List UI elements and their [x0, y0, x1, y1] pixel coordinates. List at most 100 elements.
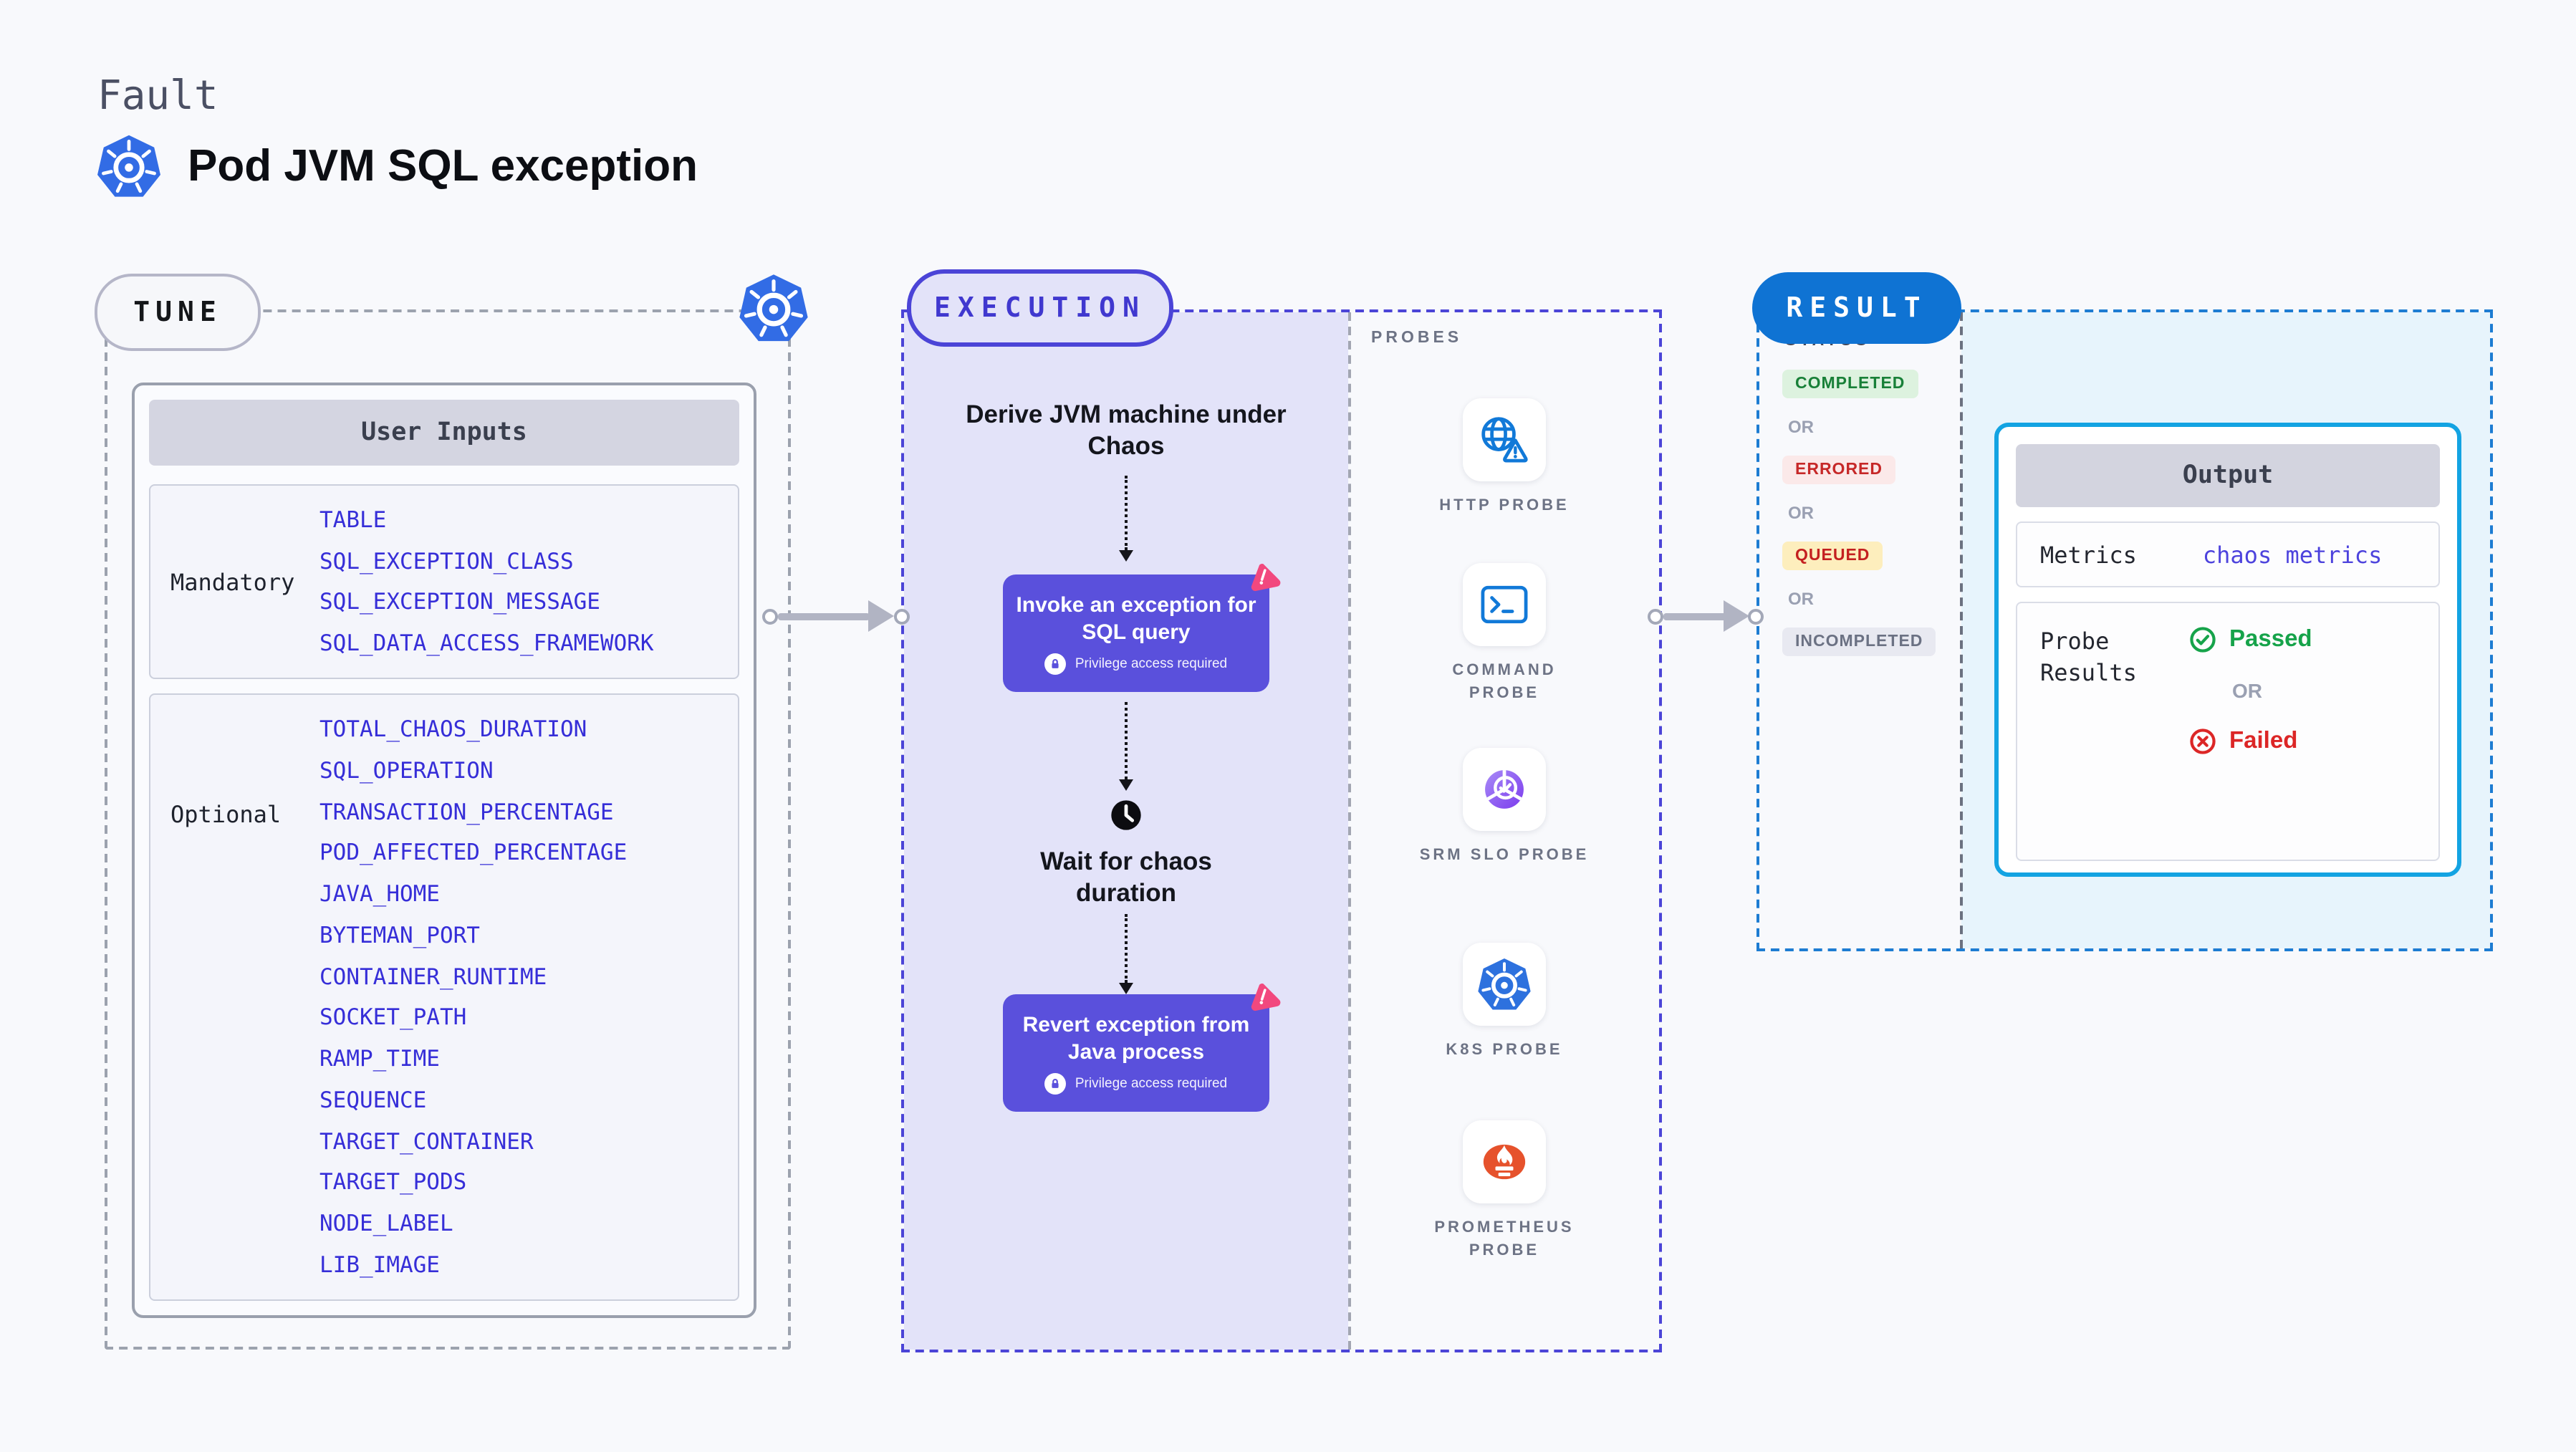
- field-name: RAMP_TIME: [319, 1046, 440, 1072]
- connector-dot: [1748, 609, 1764, 625]
- action-label: Revert exception from Java process: [1022, 1013, 1250, 1064]
- privilege-note-text: Privilege access required: [1075, 656, 1228, 672]
- flow-arrowhead-icon: [1724, 600, 1749, 632]
- check-circle-icon: [2190, 627, 2216, 653]
- litmus-chaos-icon: [1251, 564, 1281, 592]
- srm-slo-probe-card[interactable]: [1463, 748, 1546, 831]
- field-name: TRANSACTION_PERCENTAGE: [319, 799, 614, 825]
- probe-label: SRM SLO PROBE: [1419, 847, 1590, 864]
- probe-item-http: HTTP PROBE: [1390, 398, 1619, 517]
- field-name: TOTAL_CHAOS_DURATION: [319, 716, 587, 742]
- flow-connector: [1125, 476, 1128, 550]
- field-name: SQL_OPERATION: [319, 757, 494, 784]
- command-probe-card[interactable]: [1463, 563, 1546, 646]
- field-name: SEQUENCE: [319, 1087, 427, 1113]
- prometheus-probe-card[interactable]: [1463, 1120, 1546, 1203]
- status-badge-errored: ERRORED: [1782, 456, 1896, 484]
- prometheus-probe-icon: [1483, 1144, 1526, 1180]
- http-probe-card[interactable]: [1463, 398, 1546, 481]
- user-inputs-header: User Inputs: [149, 400, 739, 466]
- mandatory-label: Mandatory: [170, 568, 295, 595]
- status-badge-incompleted: INCOMPLETED: [1782, 628, 1936, 656]
- flow-connector: [1125, 914, 1128, 983]
- field-name: TABLE: [319, 507, 387, 533]
- metrics-value: chaos metrics: [2202, 541, 2383, 568]
- command-probe-icon: [1481, 585, 1528, 624]
- probe-item-prometheus: PROMETHEUS PROBE: [1390, 1120, 1619, 1262]
- field-name: JAVA_HOME: [319, 881, 440, 908]
- field-name: TARGET_PODS: [319, 1169, 467, 1196]
- or-separator: OR: [1788, 503, 1814, 523]
- probe-results-values: Passed OR Failed: [2189, 626, 2312, 837]
- field-name: NODE_LABEL: [319, 1211, 453, 1237]
- probe-label: K8S PROBE: [1446, 1042, 1563, 1059]
- mandatory-fields: TABLE SQL_EXCEPTION_CLASS SQL_EXCEPTION_…: [319, 486, 738, 678]
- result-container: STATUS COMPLETED OR ERRORED OR QUEUED OR…: [1756, 309, 2493, 951]
- or-separator: OR: [1788, 417, 1814, 437]
- invoke-exception-button[interactable]: Invoke an exception for SQL query Privil…: [1003, 564, 1281, 692]
- optional-fields: TOTAL_CHAOS_DURATION SQL_OPERATION TRANS…: [319, 695, 738, 1299]
- optional-row: Optional TOTAL_CHAOS_DURATION SQL_OPERAT…: [149, 693, 739, 1301]
- page-title-row: Pod JVM SQL exception: [95, 132, 698, 201]
- revert-exception-button[interactable]: Revert exception from Java process Privi…: [1003, 984, 1281, 1112]
- flow-arrow: [778, 612, 870, 620]
- flow-connector: [1125, 702, 1128, 779]
- page-title: Pod JVM SQL exception: [188, 140, 698, 191]
- output-header: Output: [2016, 444, 2440, 507]
- lock-icon: [1044, 1073, 1067, 1095]
- tune-container: [105, 309, 791, 1350]
- srm-slo-probe-icon: [1485, 770, 1524, 809]
- or-separator: OR: [1788, 589, 1814, 609]
- clock-icon: [1111, 800, 1141, 830]
- action-label: Invoke an exception for SQL query: [1016, 593, 1256, 645]
- flow-arrow: [1663, 612, 1726, 620]
- failed-label: Failed: [2229, 728, 2298, 754]
- kubernetes-icon: [97, 135, 160, 197]
- field-name: BYTEMAN_PORT: [319, 922, 480, 948]
- probe-item-k8s: K8S PROBE: [1390, 943, 1619, 1062]
- field-name: LIB_IMAGE: [319, 1251, 440, 1278]
- mandatory-row: Mandatory TABLE SQL_EXCEPTION_CLASS SQL_…: [149, 484, 739, 679]
- field-name: CONTAINER_RUNTIME: [319, 963, 547, 990]
- kubernetes-corner-icon: [739, 274, 808, 342]
- privilege-note: Privilege access required: [1044, 653, 1228, 675]
- field-name: SOCKET_PATH: [319, 1004, 467, 1031]
- probe-item-srm-slo: SRM SLO PROBE: [1390, 748, 1619, 867]
- output-card: Output Metrics chaos metrics Probe Resul…: [1994, 423, 2461, 877]
- metrics-label: Metrics: [2040, 541, 2137, 568]
- probe-label: PROMETHEUS PROBE: [1434, 1219, 1575, 1259]
- flow-step-wait: Wait for chaos duration: [1040, 847, 1212, 907]
- status-list: COMPLETED OR ERRORED OR QUEUED OR INCOMP…: [1782, 370, 1936, 656]
- flow-connector-arrowhead-icon: [1119, 550, 1133, 562]
- field-name: SQL_EXCEPTION_MESSAGE: [319, 589, 600, 615]
- flow-connector-arrowhead-icon: [1119, 779, 1133, 791]
- status-badge-queued: QUEUED: [1782, 542, 1883, 570]
- privilege-note-text: Privilege access required: [1075, 1076, 1228, 1092]
- field-name: POD_AFFECTED_PERCENTAGE: [319, 840, 628, 866]
- user-inputs-table: User Inputs Mandatory TABLE SQL_EXCEPTIO…: [132, 383, 756, 1318]
- flow-arrowhead-icon: [868, 600, 894, 632]
- k8s-probe-card[interactable]: [1463, 943, 1546, 1026]
- failed-line: Failed: [2189, 728, 2312, 755]
- or-separator: OR: [2232, 679, 2262, 702]
- probe-label: HTTP PROBE: [1439, 497, 1570, 514]
- litmus-chaos-icon: [1251, 984, 1281, 1011]
- k8s-probe-icon: [1478, 958, 1531, 1010]
- tune-pill: TUNE: [95, 274, 261, 351]
- field-name: TARGET_CONTAINER: [319, 1128, 534, 1155]
- connector-dot: [1648, 609, 1663, 625]
- field-name: SQL_EXCEPTION_CLASS: [319, 548, 574, 574]
- result-divider: [1960, 312, 1963, 948]
- probe-results-row: Probe Results Passed OR: [2016, 602, 2440, 861]
- metrics-row: Metrics chaos metrics: [2016, 521, 2440, 587]
- probe-results-label: Probe Results: [2040, 628, 2137, 686]
- passed-label: Passed: [2229, 626, 2312, 652]
- result-pill: RESULT: [1752, 272, 1961, 344]
- probes-heading: PROBES: [1371, 330, 1463, 347]
- flow-step-derive: Derive JVM machine under Chaos: [966, 400, 1287, 460]
- http-probe-icon: [1481, 417, 1528, 463]
- execution-container: Derive JVM machine under Chaos Invoke an…: [901, 309, 1662, 1352]
- privilege-note: Privilege access required: [1044, 1073, 1228, 1095]
- execution-pill: EXECUTION: [907, 269, 1173, 347]
